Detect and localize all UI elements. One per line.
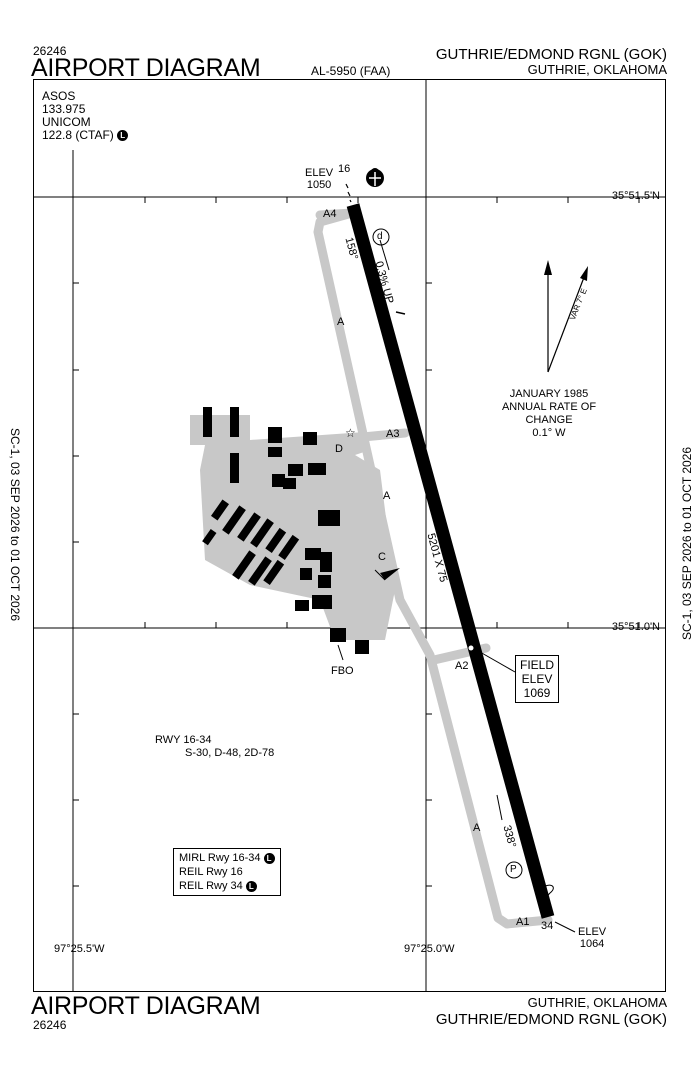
airport-name-bottom: GUTHRIE/EDMOND RGNL (GOK) (435, 1011, 667, 1028)
magnetic-info: JANUARY 1985 ANNUAL RATE OF CHANGE 0.1° … (501, 388, 597, 439)
lighting-note-reil-16: REIL Rwy 16 (179, 866, 243, 878)
taxiway-a2-label: A2 (455, 660, 469, 672)
elev-south-pointer (554, 921, 576, 933)
lighting-note-reil-34: REIL Rwy 34 L (179, 879, 275, 893)
lighting-figure-icon (537, 884, 554, 905)
heading-south-arrow (496, 794, 503, 821)
city-bottom: GUTHRIE, OKLAHOMA (527, 995, 667, 1010)
comms-block: ASOS 133.975 UNICOM 122.8 (CTAF) L (42, 89, 129, 142)
lighting-l-icon: L (245, 880, 257, 892)
runway-strength-info: RWY 16-34 S-30, D-48, 2D-78 (155, 734, 275, 759)
taxiway-a-north-label: A (337, 316, 345, 328)
taxiway-a4-label: A4 (323, 208, 337, 220)
lon-left-label: 97°25.5'W (54, 943, 105, 955)
chart-frame (33, 79, 666, 992)
page-title: AIRPORT DIAGRAM (31, 54, 261, 82)
lighting-l-icon: L (117, 130, 129, 142)
hotspot-p-circle (505, 861, 523, 879)
lighting-note-mirl: MIRL Rwy 16-34 L (179, 851, 275, 865)
taxiway-c-label: C (378, 551, 386, 563)
runway-center-marker (468, 645, 474, 651)
field-elev-pointer (479, 651, 516, 673)
wind-cone-icon (374, 568, 400, 581)
beacon-icon (366, 168, 384, 187)
hotspot-d-label: d (377, 231, 383, 242)
lat-mid-label: 35°51.0'N (611, 621, 660, 633)
fbo-pointer (337, 644, 344, 661)
lon-right-label: 97°25.0'W (404, 943, 455, 955)
taxiway-a3-label: A3 (386, 428, 400, 440)
asos-label: ASOS (42, 89, 76, 103)
slope-arrow (395, 311, 406, 315)
star-icon: ☆ (345, 426, 356, 440)
fbo-label: FBO (331, 665, 354, 677)
taxiway-a (313, 208, 553, 929)
taxiway-a-south-label: A (473, 822, 481, 834)
runway-designator-34: 34 (541, 920, 554, 932)
taxiway-d-label: D (335, 443, 343, 455)
taxiway-a1-label: A1 (516, 916, 530, 928)
chart-number-bottom: 26246 (33, 1018, 67, 1032)
lighting-notes-box: MIRL Rwy 16-34 L REIL Rwy 16 REIL Rwy 34… (173, 848, 281, 896)
hotspot-d-circle (372, 228, 390, 246)
lighting-l-icon: L (263, 852, 275, 864)
airport-name-top: GUTHRIE/EDMOND RGNL (GOK) (435, 46, 667, 63)
compass-arrows (544, 260, 588, 373)
al-number: AL-5950 (FAA) (311, 64, 391, 78)
threshold-marks (345, 183, 352, 203)
taxiway-a-mid-label: A (383, 490, 391, 502)
page-title-bottom: AIRPORT DIAGRAM (31, 992, 261, 1020)
city-top: GUTHRIE, OKLAHOMA (527, 62, 667, 77)
buildings (202, 407, 369, 654)
asos-frequency: 133.975 (42, 102, 86, 116)
hotspot-p-label: P (510, 864, 517, 875)
apron-area (190, 415, 395, 640)
unicom-label: UNICOM (42, 115, 91, 129)
runway-16-34 (346, 203, 555, 919)
lat-top-label: 35°51.5'N (611, 190, 660, 202)
chart-number-top: 26246 (33, 44, 67, 58)
effective-dates-right: SC-1, 03 SEP 2026 to 01 OCT 2026 (680, 446, 694, 640)
field-elevation-box: FIELD ELEV 1069 (515, 655, 560, 703)
ctaf-frequency: 122.8 (CTAF) L (42, 129, 129, 142)
runway-designator-16: 16 (338, 163, 351, 175)
effective-dates-left: SC-1, 03 SEP 2026 to 01 OCT 2026 (8, 428, 22, 622)
